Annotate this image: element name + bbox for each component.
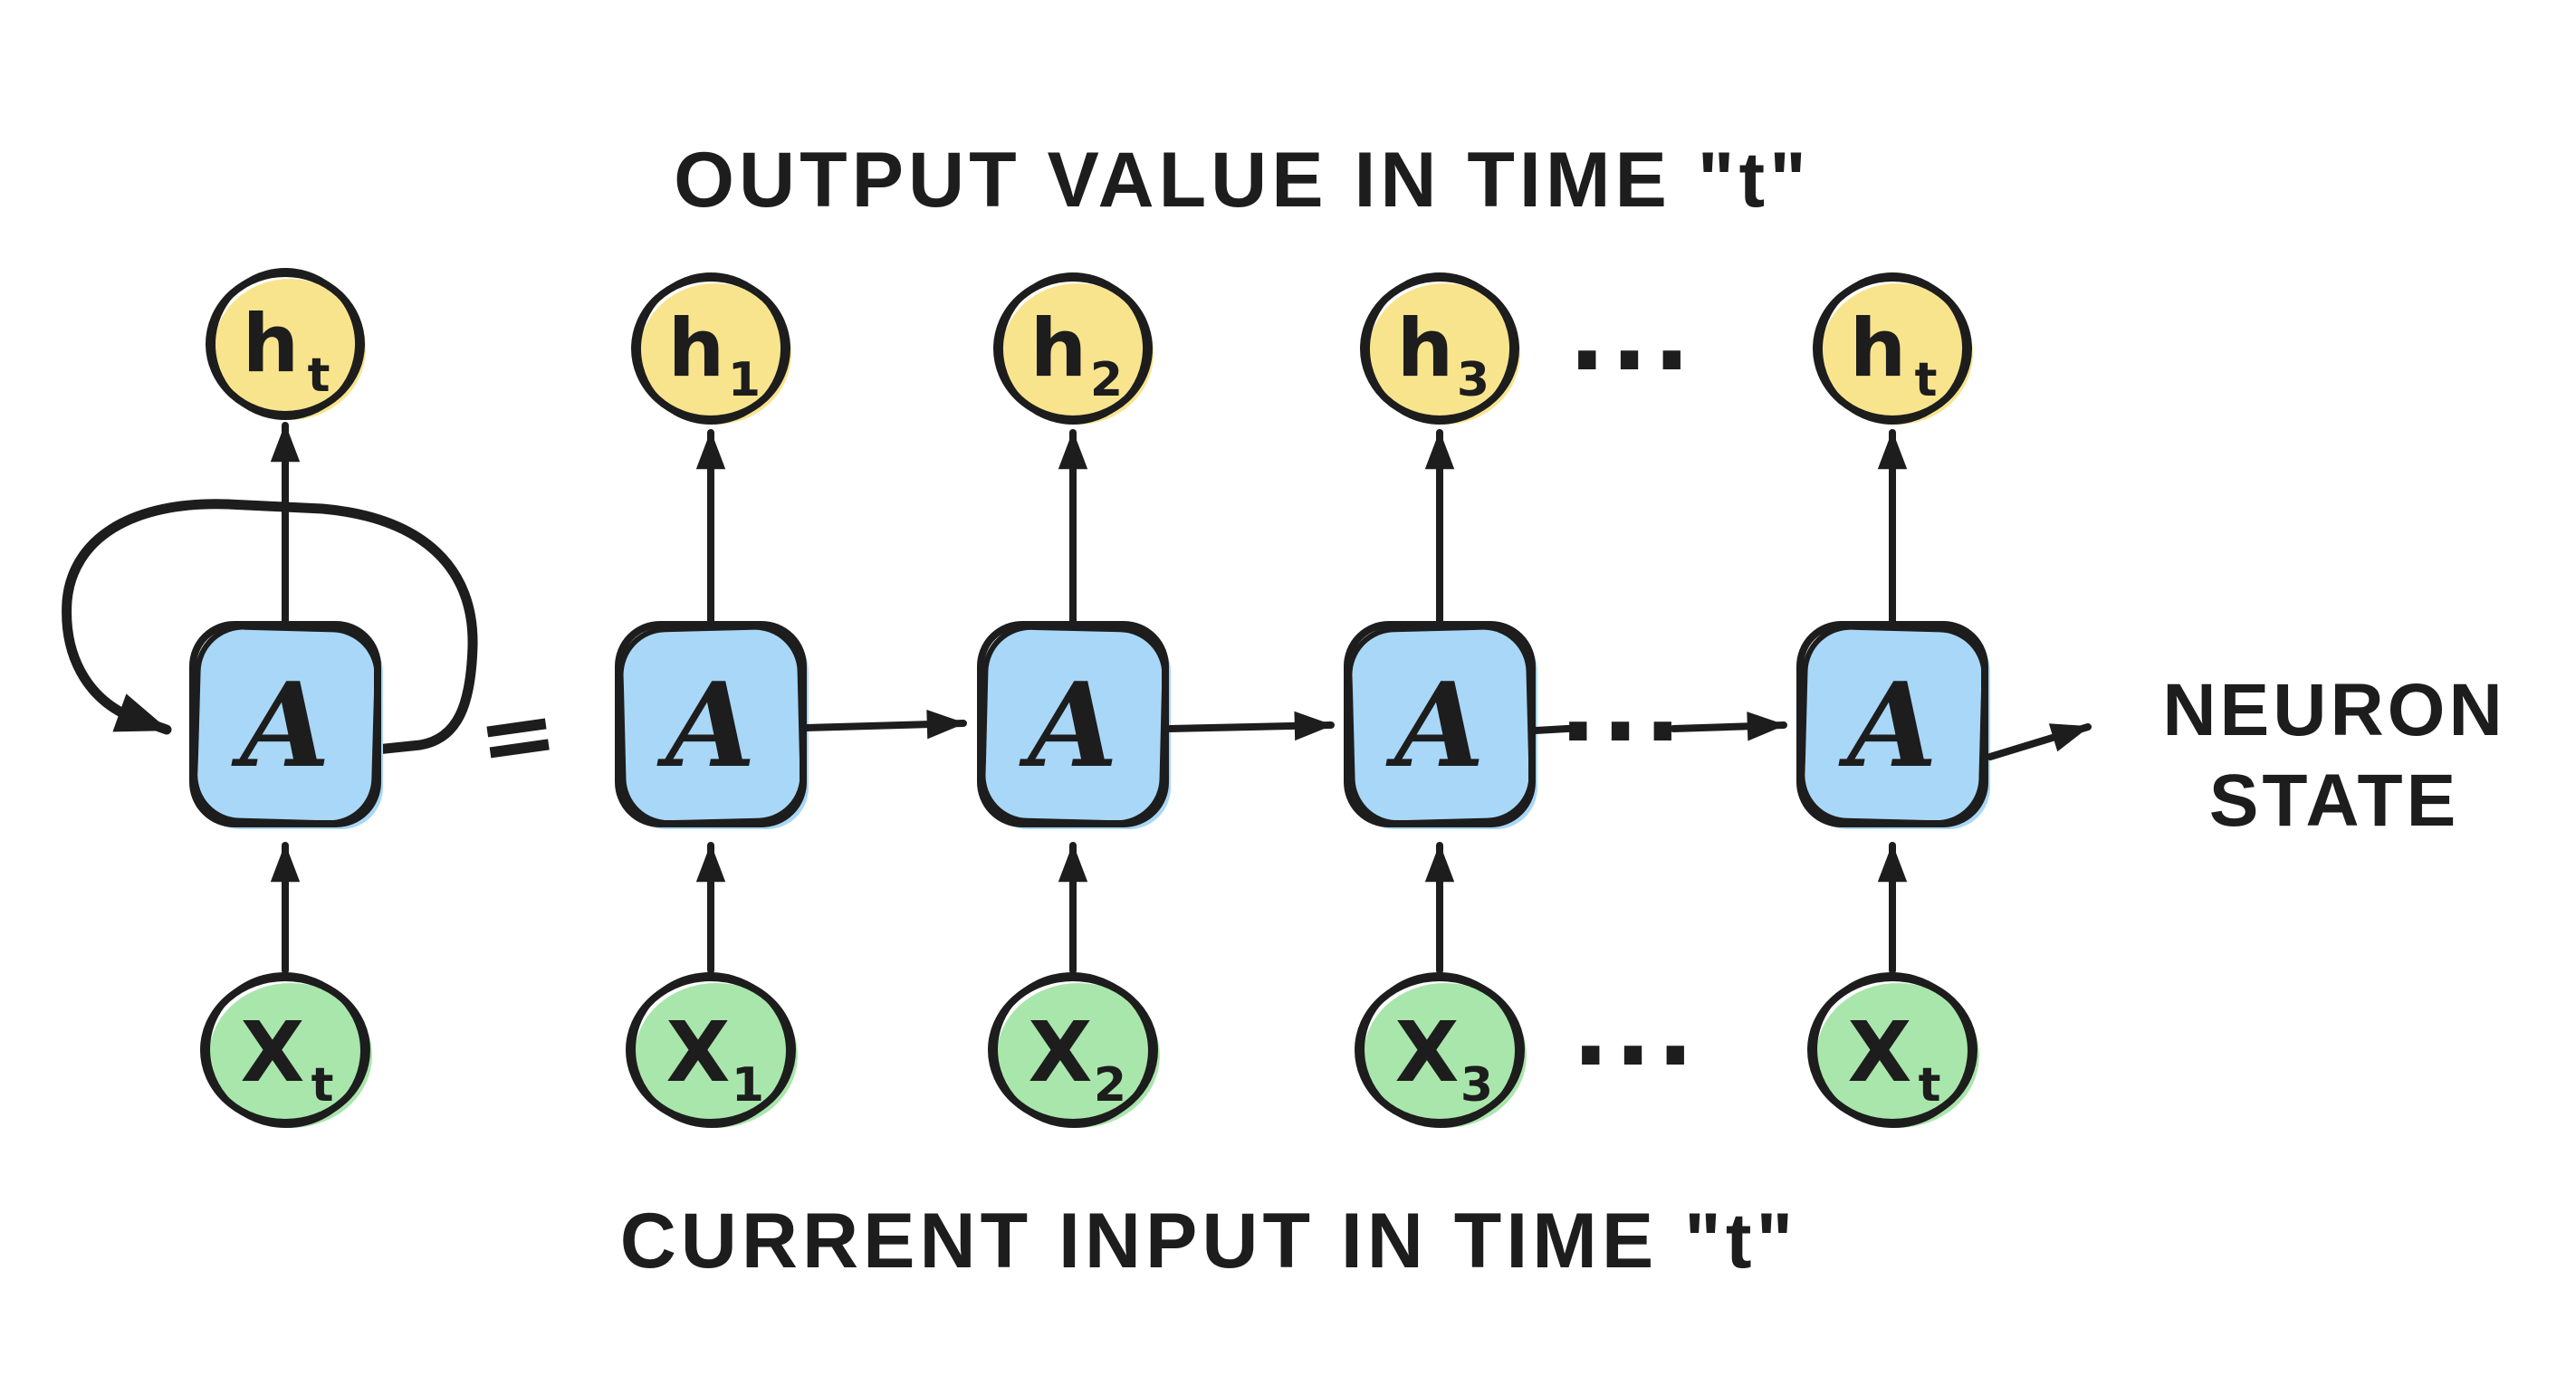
input-node-3: X 3	[1355, 971, 1527, 1129]
folded-input-subscript: t	[311, 1058, 334, 1113]
output-node-3: h 3	[1360, 272, 1520, 425]
input-label-1: X	[666, 1004, 731, 1101]
input-label-3: X	[1395, 1004, 1460, 1101]
cell-label-3: A	[1385, 658, 1484, 794]
input-subscript-1: 1	[732, 1058, 764, 1113]
output-subscript-2: 2	[1090, 353, 1123, 407]
input-label-2: X	[1029, 1004, 1093, 1101]
neuron-state-caption: NEURON STATE	[2162, 669, 2505, 842]
output-label-t: h	[1850, 301, 1907, 395]
folded-rnn-cell: h t A X t	[62, 268, 478, 1129]
state-dash-3	[1532, 724, 1586, 734]
output-node-1: h 1	[631, 272, 791, 425]
cell-label-1: A	[656, 658, 755, 794]
folded-cell-label: A	[231, 658, 330, 794]
state-arrow-into-t	[1670, 712, 1787, 741]
input-node-t: X t	[1807, 971, 1979, 1129]
input-subscript-3: 3	[1460, 1058, 1493, 1113]
input-subscript-t: t	[1919, 1058, 1941, 1113]
folded-input-node: X t	[200, 971, 372, 1129]
unrolled-cell-1: h 1 A X 1	[615, 272, 967, 1129]
folded-output-label: h	[243, 297, 300, 390]
input-subscript-2: 2	[1094, 1058, 1126, 1113]
cell-label-2: A	[1019, 658, 1117, 794]
input-label-t: X	[1848, 1004, 1912, 1101]
folded-cell-box: A	[189, 621, 383, 829]
input-node-1: X 1	[626, 971, 798, 1129]
bottom-caption: CURRENT INPUT IN TIME "t"	[620, 1198, 1798, 1285]
input-node-2: X 2	[988, 971, 1160, 1129]
equals-sign: =	[471, 675, 564, 796]
output-label-3: h	[1397, 301, 1454, 395]
cell-box-3: A	[1344, 621, 1537, 829]
cell-box-2: A	[977, 621, 1171, 829]
folded-output-subscript: t	[308, 349, 330, 403]
cell-box-t: A	[1796, 621, 1990, 829]
unrolled-cell-3: h 3 A X 3	[1344, 272, 1586, 1129]
neuron-state-arrow	[1987, 723, 2092, 760]
output-node-2: h 2	[993, 272, 1154, 425]
unrolled-cell-2: h 2 A X 2	[977, 272, 1335, 1129]
ellipsis-outputs: ...	[1568, 277, 1695, 393]
neuron-state-line2: STATE	[2209, 759, 2460, 842]
cell-label-t: A	[1838, 658, 1937, 794]
unrolled-cell-t: h t A X t	[1796, 272, 2092, 1129]
state-arrow-1-2	[802, 709, 967, 740]
folded-input-label: X	[241, 1004, 305, 1101]
folded-output-node: h t	[206, 268, 366, 420]
top-caption: OUTPUT VALUE IN TIME "t"	[674, 137, 1811, 224]
output-label-2: h	[1030, 301, 1087, 395]
ellipsis-cells: ...	[1559, 648, 1686, 764]
state-arrow-2-3	[1166, 711, 1335, 741]
output-label-1: h	[668, 301, 725, 395]
recurrent-loop-arrow	[62, 499, 478, 755]
ellipsis-inputs: ...	[1572, 972, 1699, 1088]
output-subscript-t: t	[1915, 353, 1938, 407]
output-node-t: h t	[1813, 272, 1973, 425]
neuron-state-line1: NEURON	[2162, 669, 2505, 751]
output-subscript-1: 1	[728, 353, 761, 407]
cell-box-1: A	[615, 621, 809, 829]
output-subscript-3: 3	[1457, 353, 1489, 407]
